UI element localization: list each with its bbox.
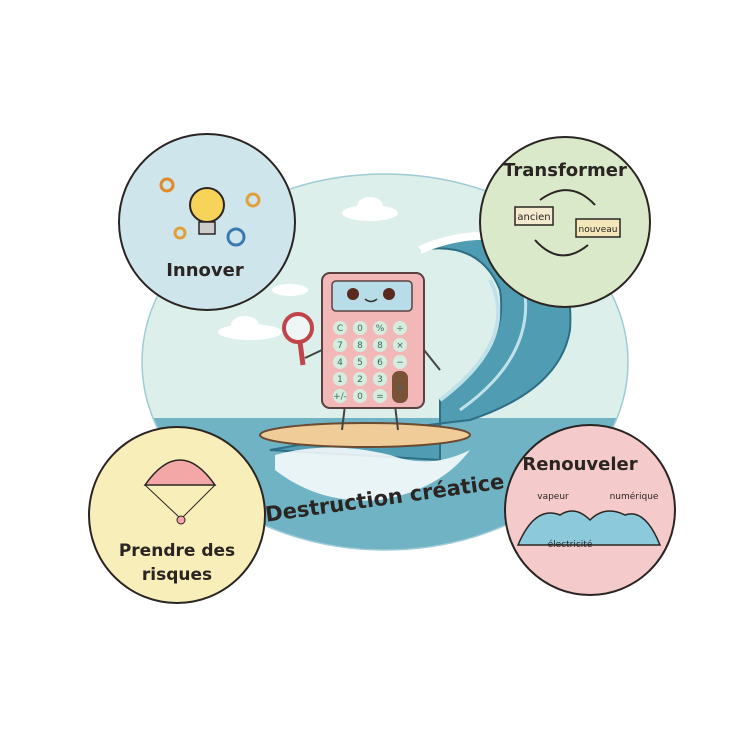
calculator-key-label: % <box>376 324 385 334</box>
calculator-key <box>393 338 407 352</box>
cycle-arrow-icon <box>534 239 589 257</box>
cycle-arrow-icon <box>539 189 596 206</box>
gear-icon <box>226 227 246 247</box>
surfboard <box>259 422 471 448</box>
gear-icon <box>245 192 261 208</box>
calculator-key <box>373 321 387 335</box>
calculator-key-label: 5 <box>357 358 363 368</box>
calculator-key <box>393 355 407 369</box>
calculator-key-label: 8 <box>357 341 363 351</box>
calculator-key-label: 4 <box>337 358 343 368</box>
calculator-key <box>333 372 347 386</box>
calculator-key <box>393 321 407 335</box>
risques-label-1: Prendre des <box>119 541 235 561</box>
calculator-character: C 0% ÷ 7 8 8 × 4 5 6 − 1 2 3 +/- 0 = = <box>282 272 441 431</box>
old-label: ancien <box>517 212 550 223</box>
calculator-key-label: 1 <box>337 375 343 385</box>
calculator-key <box>392 371 408 403</box>
calculator-key-label: C <box>337 324 343 334</box>
risques-label-2: risques <box>142 565 212 585</box>
calculator-key-label: 7 <box>337 341 343 351</box>
calculator-key-label: = <box>396 383 404 393</box>
calculator-key <box>333 355 347 369</box>
lightbulb-icon <box>189 187 225 223</box>
calculator-key-label: 0 <box>357 392 363 402</box>
gear-icon <box>159 177 175 193</box>
wave-label-vapeur: vapeur <box>537 492 569 502</box>
calculator-key-label: − <box>396 358 404 368</box>
circle-innover: Innover <box>118 133 296 311</box>
calculator-key <box>333 321 347 335</box>
wave-label-electricite: électricité <box>548 539 593 550</box>
circle-renouveler: Renouveler vapeur électricité numérique <box>504 424 676 596</box>
calculator-key <box>353 355 367 369</box>
calculator-key-label: 3 <box>377 375 383 385</box>
calculator-key <box>373 338 387 352</box>
circle-risques: Prendre des risques <box>88 426 266 604</box>
calculator-key <box>333 389 347 403</box>
gear-icon <box>173 226 187 240</box>
calculator-key-label: 0 <box>357 324 363 334</box>
magnifying-glass-icon <box>282 312 314 344</box>
parachute-icon <box>143 459 217 486</box>
calculator-key <box>373 372 387 386</box>
calculator-key <box>373 389 387 403</box>
calculator-key-label: × <box>396 341 404 351</box>
waves-icon <box>516 510 662 546</box>
calculator-key <box>353 338 367 352</box>
calculator-key <box>353 372 367 386</box>
calculator-key <box>353 321 367 335</box>
calculator-key-label: 2 <box>357 375 363 385</box>
calculator-key-label: ÷ <box>396 324 404 334</box>
renouveler-label: Renouveler <box>522 454 637 475</box>
clouds <box>218 197 398 340</box>
circle-transformer: Transformer ancien nouveau <box>479 136 651 308</box>
wave-label-numerique: numérique <box>610 491 659 502</box>
calculator-key-label: = <box>376 392 384 402</box>
calculator-key-label: 8 <box>377 341 383 351</box>
calculator-screen <box>331 280 413 312</box>
innover-label: Innover <box>166 260 244 281</box>
calculator-key <box>333 338 347 352</box>
calculator-key-label: +/- <box>333 392 347 402</box>
calculator-key <box>353 389 367 403</box>
transformer-label: Transformer <box>503 160 627 181</box>
new-label: nouveau <box>579 225 618 235</box>
calculator-key <box>373 355 387 369</box>
calculator-key-label: 6 <box>377 358 383 368</box>
